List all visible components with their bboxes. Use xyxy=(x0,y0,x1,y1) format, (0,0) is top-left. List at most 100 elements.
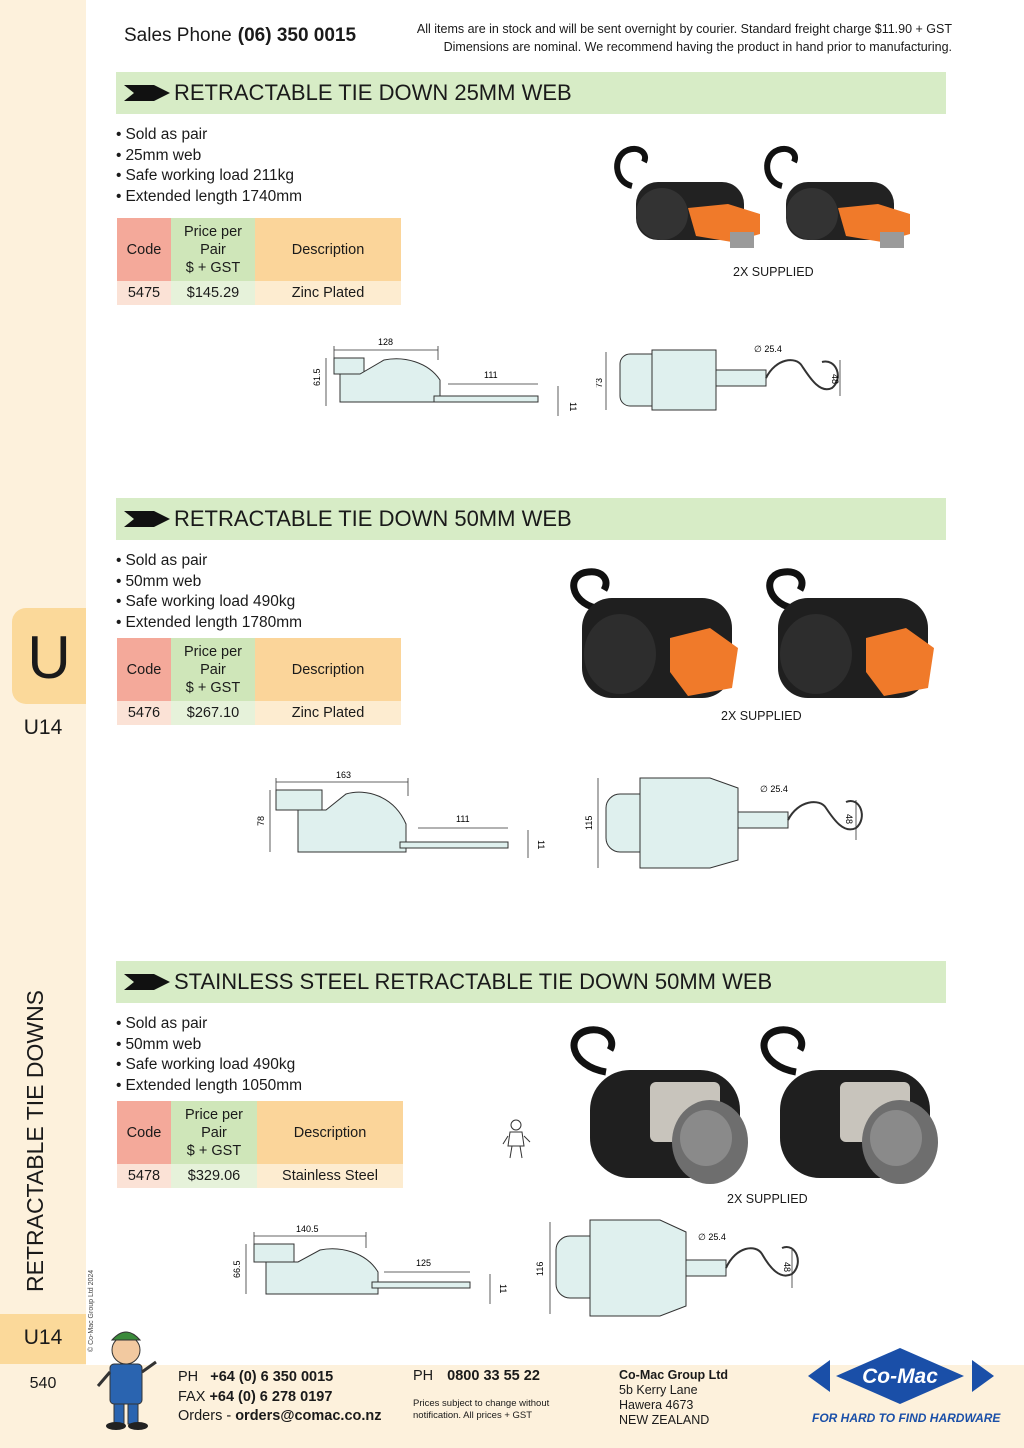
dim-width: 115 xyxy=(584,816,594,830)
section-tab xyxy=(12,608,86,704)
tie-down-unit xyxy=(766,568,934,698)
product-title: RETRACTABLE TIE DOWN 25MM WEB xyxy=(174,80,572,105)
arrow-icon xyxy=(124,85,170,101)
dim-length: 163 xyxy=(336,770,351,780)
orders-email[interactable]: orders@comac.co.nz xyxy=(235,1408,382,1424)
dim-thick: 11 xyxy=(568,402,578,411)
feature-item: Extended length 1050mm xyxy=(116,1076,302,1097)
dim-hook-width: 48 xyxy=(844,814,854,824)
dim-height: 61.5 xyxy=(312,368,322,386)
supplied-label: 2X SUPPLIED xyxy=(721,709,802,723)
header-code: Code xyxy=(117,638,171,701)
feature-item: Safe working load 490kg xyxy=(116,592,302,613)
orders-label: Orders - xyxy=(178,1408,232,1424)
phone-number[interactable]: +64 (0) 6 350 0015 xyxy=(210,1369,334,1385)
cell-code: 5476 xyxy=(117,701,171,725)
side-view-drawing: 163 78 111 11 xyxy=(256,770,546,858)
dim-thick: 11 xyxy=(498,1284,508,1293)
header-code: Code xyxy=(117,218,171,281)
side-view-drawing: 140.5 66.5 125 11 xyxy=(232,1224,508,1304)
feature-item: Extended length 1780mm xyxy=(116,613,302,634)
arrow-icon xyxy=(124,511,170,527)
arrow-icon xyxy=(124,974,170,990)
brand-tagline: FOR HARD TO FIND HARDWARE xyxy=(812,1411,1001,1425)
dim-height: 78 xyxy=(256,816,266,826)
page-code-box xyxy=(0,1314,86,1364)
fax-number: +64 (0) 6 278 0197 xyxy=(209,1388,333,1405)
fax-label: FAX xyxy=(178,1388,206,1405)
sidebar xyxy=(0,0,86,1448)
product-title-bar: RETRACTABLE TIE DOWN 25MM WEB xyxy=(116,72,946,114)
brand-name: Co-Mac xyxy=(862,1365,938,1388)
dim-width: 73 xyxy=(596,378,604,388)
section-code: U14 xyxy=(23,716,63,739)
tie-down-unit xyxy=(614,146,760,248)
feature-item: Extended length 1740mm xyxy=(116,187,302,208)
company-address: Co-Mac Group Ltd 5b Kerry Lane Hawera 46… xyxy=(619,1368,728,1428)
dim-height: 66.5 xyxy=(232,1260,242,1278)
company-name: Co-Mac Group Ltd xyxy=(619,1368,729,1382)
feature-item: 25mm web xyxy=(116,146,302,167)
feature-list: Sold as pair 50mm web Safe working load … xyxy=(116,551,302,633)
feature-item: Safe working load 490kg xyxy=(116,1055,302,1076)
header-note-line: Dimensions are nominal. We recommend hav… xyxy=(443,40,952,54)
header-description: Description xyxy=(255,638,401,701)
product-photo xyxy=(570,1026,938,1184)
section-letter: U xyxy=(27,624,71,691)
cell-price: $267.10 xyxy=(171,701,255,725)
header-note-line: All items are in stock and will be sent … xyxy=(416,22,952,36)
dim-hook-diameter: ∅ 25.4 xyxy=(760,784,788,794)
page-code: U14 xyxy=(23,1326,63,1349)
tie-down-unit xyxy=(760,1026,938,1184)
dim-strap: 111 xyxy=(484,370,498,380)
supplied-label: 2X SUPPLIED xyxy=(733,265,814,279)
feature-list: Sold as pair 25mm web Safe working load … xyxy=(116,125,302,207)
brand-logo: Co-Mac xyxy=(808,1348,994,1404)
feature-item: 50mm web xyxy=(116,572,302,593)
supplied-label: 2X SUPPLIED xyxy=(727,1192,808,1206)
feature-item: 50mm web xyxy=(116,1035,302,1056)
header-code: Code xyxy=(117,1101,171,1164)
dim-thick: 11 xyxy=(536,840,546,849)
footer-contact: PH +64 (0) 6 350 0015 FAX +64 (0) 6 278 … xyxy=(178,1368,382,1427)
product-title-bar: RETRACTABLE TIE DOWN 50MM WEB xyxy=(116,498,946,540)
sales-phone-label: Sales Phone xyxy=(124,25,232,46)
cell-description: Stainless Steel xyxy=(257,1164,403,1188)
mascot-sketch-icon xyxy=(502,1119,531,1159)
vertical-section-title: RETRACTABLE TIE DOWNS xyxy=(22,989,48,1292)
product-title: STAINLESS STEEL RETRACTABLE TIE DOWN 50M… xyxy=(174,969,773,994)
phone-label: PH xyxy=(178,1369,199,1385)
page-number: 540 xyxy=(29,1375,57,1392)
dim-width: 116 xyxy=(535,1262,545,1276)
sales-phone-number[interactable]: (06) 350 0015 xyxy=(237,25,357,46)
top-view-drawing: ∅ 25.4 73 48 xyxy=(596,344,841,411)
address-line: 5b Kerry Lane xyxy=(619,1383,698,1397)
mascot-illustration xyxy=(96,1331,157,1430)
header-description: Description xyxy=(257,1101,403,1164)
feature-item: Sold as pair xyxy=(116,125,302,146)
cell-description: Zinc Plated xyxy=(255,281,401,305)
freephone-number[interactable]: 0800 33 55 22 xyxy=(447,1368,540,1384)
dim-length: 128 xyxy=(378,337,393,347)
header-description: Description xyxy=(255,218,401,281)
feature-item: Safe working load 211kg xyxy=(116,166,302,187)
dim-strap: 111 xyxy=(456,814,470,824)
dim-hook-diameter: ∅ 25.4 xyxy=(754,344,782,354)
product-title: RETRACTABLE TIE DOWN 50MM WEB xyxy=(174,506,572,531)
header-note: All items are in stock and will be sent … xyxy=(380,20,952,56)
dim-hook-width: 48 xyxy=(830,374,840,384)
tie-down-unit xyxy=(764,146,910,248)
freephone-label: PH xyxy=(413,1368,434,1384)
product-title-bar: STAINLESS STEEL RETRACTABLE TIE DOWN 50M… xyxy=(116,961,946,1003)
cell-code: 5478 xyxy=(117,1164,171,1188)
address-line: Hawera 4673 xyxy=(619,1398,694,1412)
cell-price: $329.06 xyxy=(171,1164,257,1188)
feature-list: Sold as pair 50mm web Safe working load … xyxy=(116,1014,302,1096)
pricing-note: Prices subject to change without notific… xyxy=(413,1398,550,1421)
product-photo xyxy=(614,146,910,248)
